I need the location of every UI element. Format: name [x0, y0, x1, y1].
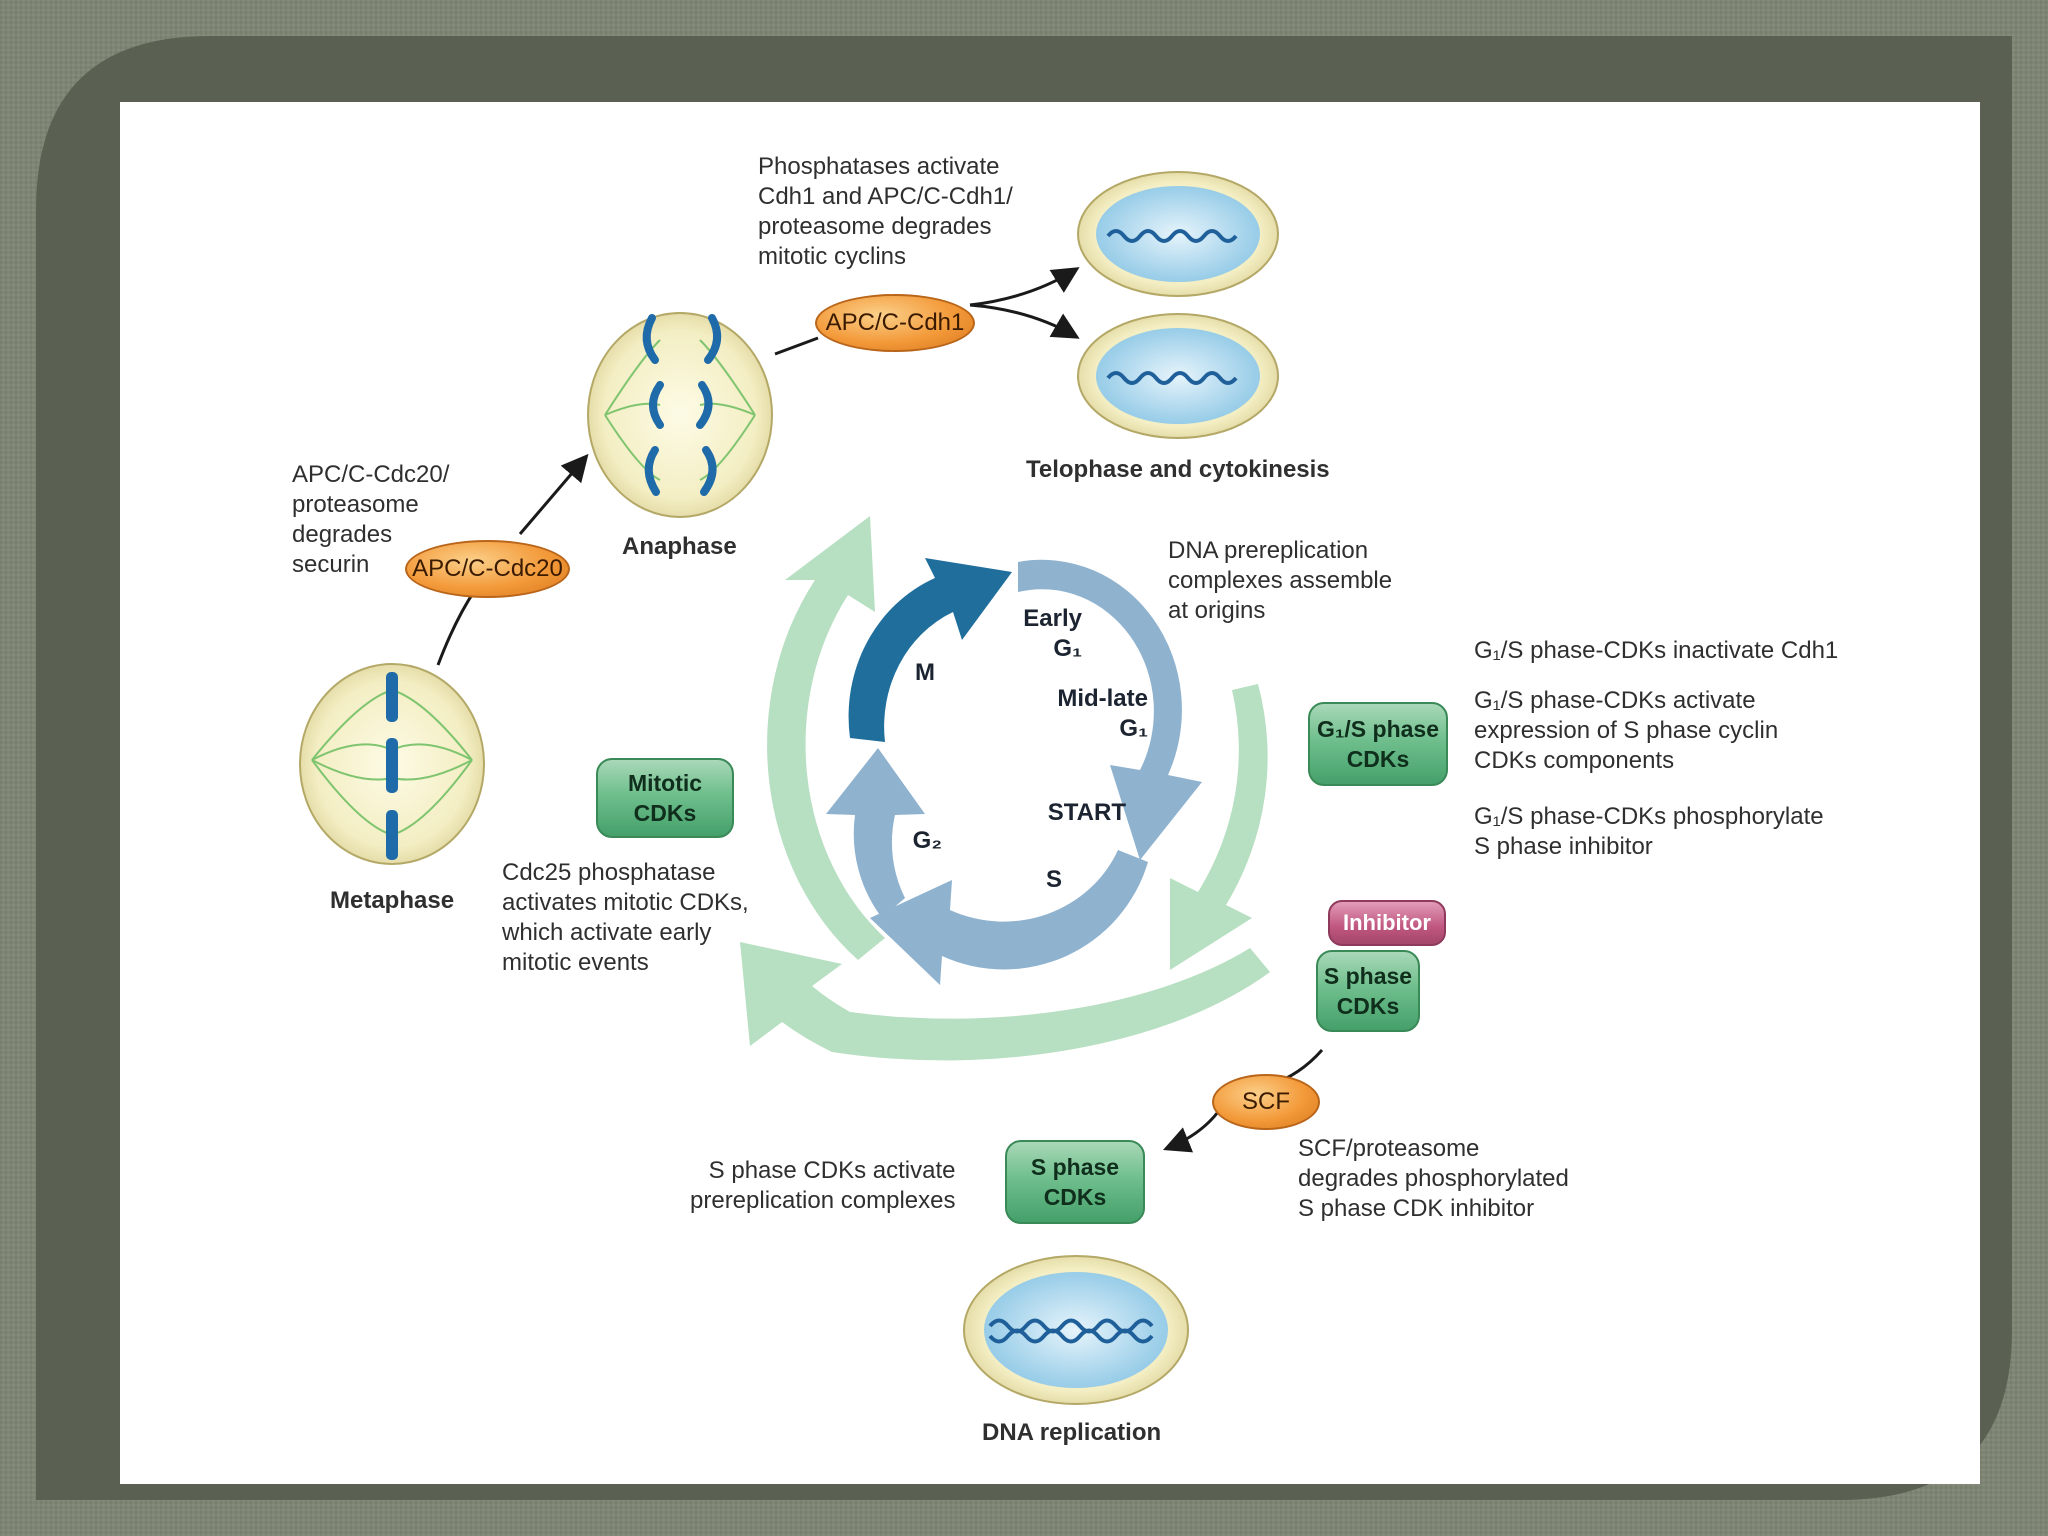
label-anaphase: Anaphase — [622, 533, 737, 560]
g1-arrow — [1018, 559, 1202, 860]
outer-arrow-left — [767, 516, 885, 960]
note-phosphatases: Phosphatases activate Cdh1 and APC/C-Cdh… — [758, 153, 1013, 270]
label-mid-late-g1: Mid-late G₁ — [1057, 685, 1148, 742]
telophase-cell-bottom — [1077, 313, 1279, 439]
label-m: M — [915, 659, 935, 686]
note-g1s-3: G₁/S phase-CDKs phosphorylate S phase in… — [1474, 803, 1824, 860]
mitotic-cdks-box: Mitotic CDKs — [596, 758, 734, 838]
note-cdc25: Cdc25 phosphatase activates mitotic CDKs… — [502, 859, 749, 976]
g1s-cdks-box: G₁/S phase CDKs — [1308, 702, 1448, 786]
scf-to-s-cdks — [1162, 1111, 1220, 1153]
anaphase-cell — [587, 312, 773, 518]
label-g2: G₂ — [912, 827, 942, 854]
s-cdks-inhibited-box: S phase CDKs — [1316, 950, 1420, 1032]
s-arrow — [870, 850, 1148, 985]
label-start: START — [1047, 799, 1126, 826]
anaphase-to-apc-cdh1 — [774, 336, 819, 356]
metaphase-cell — [299, 663, 485, 865]
inner-cycle-arrows — [826, 558, 1202, 985]
note-prereplication: DNA prereplication complexes assemble at… — [1168, 537, 1393, 624]
note-g1s-1: G₁/S phase-CDKs inactivate Cdh1 — [1474, 637, 1839, 664]
label-s: S — [1045, 866, 1062, 893]
outer-arrow-right — [1170, 684, 1268, 970]
label-dna-replication: DNA replication — [982, 1419, 1162, 1446]
dna-replication-cell — [963, 1255, 1189, 1405]
note-s-cdks: S phase CDKs activate prereplication com… — [690, 1157, 956, 1214]
apc-cdh1-to-telophase-bottom — [969, 303, 1080, 339]
label-early-g1: Early G₁ — [1023, 605, 1082, 662]
note-apc-cdc20: APC/C-Cdc20/ proteasome degrades securin — [292, 461, 450, 578]
apc-cdc20-to-anaphase — [518, 453, 589, 535]
inhibitor-box: Inhibitor — [1328, 900, 1446, 946]
scf-pill: SCF — [1212, 1074, 1320, 1130]
s-cdks-box: S phase CDKs — [1005, 1140, 1145, 1224]
apc-cdc20-pill: APC/C-Cdc20 — [405, 540, 570, 598]
outer-green-arrows — [740, 516, 1270, 1061]
apc-cdh1-pill: APC/C-Cdh1 — [815, 294, 975, 352]
outer-arrow-bottom — [740, 942, 1270, 1061]
m-arrow — [848, 558, 1012, 742]
metaphase-to-apc-cdc20 — [436, 589, 477, 666]
label-telophase: Telophase and cytokinesis — [1026, 456, 1330, 483]
apc-cdh1-to-telophase-top — [969, 267, 1080, 307]
telophase-cell-top — [1077, 171, 1279, 297]
note-g1s-2: G₁/S phase-CDKs activate expression of S… — [1474, 687, 1779, 774]
g2-arrow — [826, 748, 925, 918]
label-metaphase: Metaphase — [330, 887, 455, 914]
note-scf: SCF/proteasome degrades phosphorylated S… — [1298, 1135, 1569, 1222]
